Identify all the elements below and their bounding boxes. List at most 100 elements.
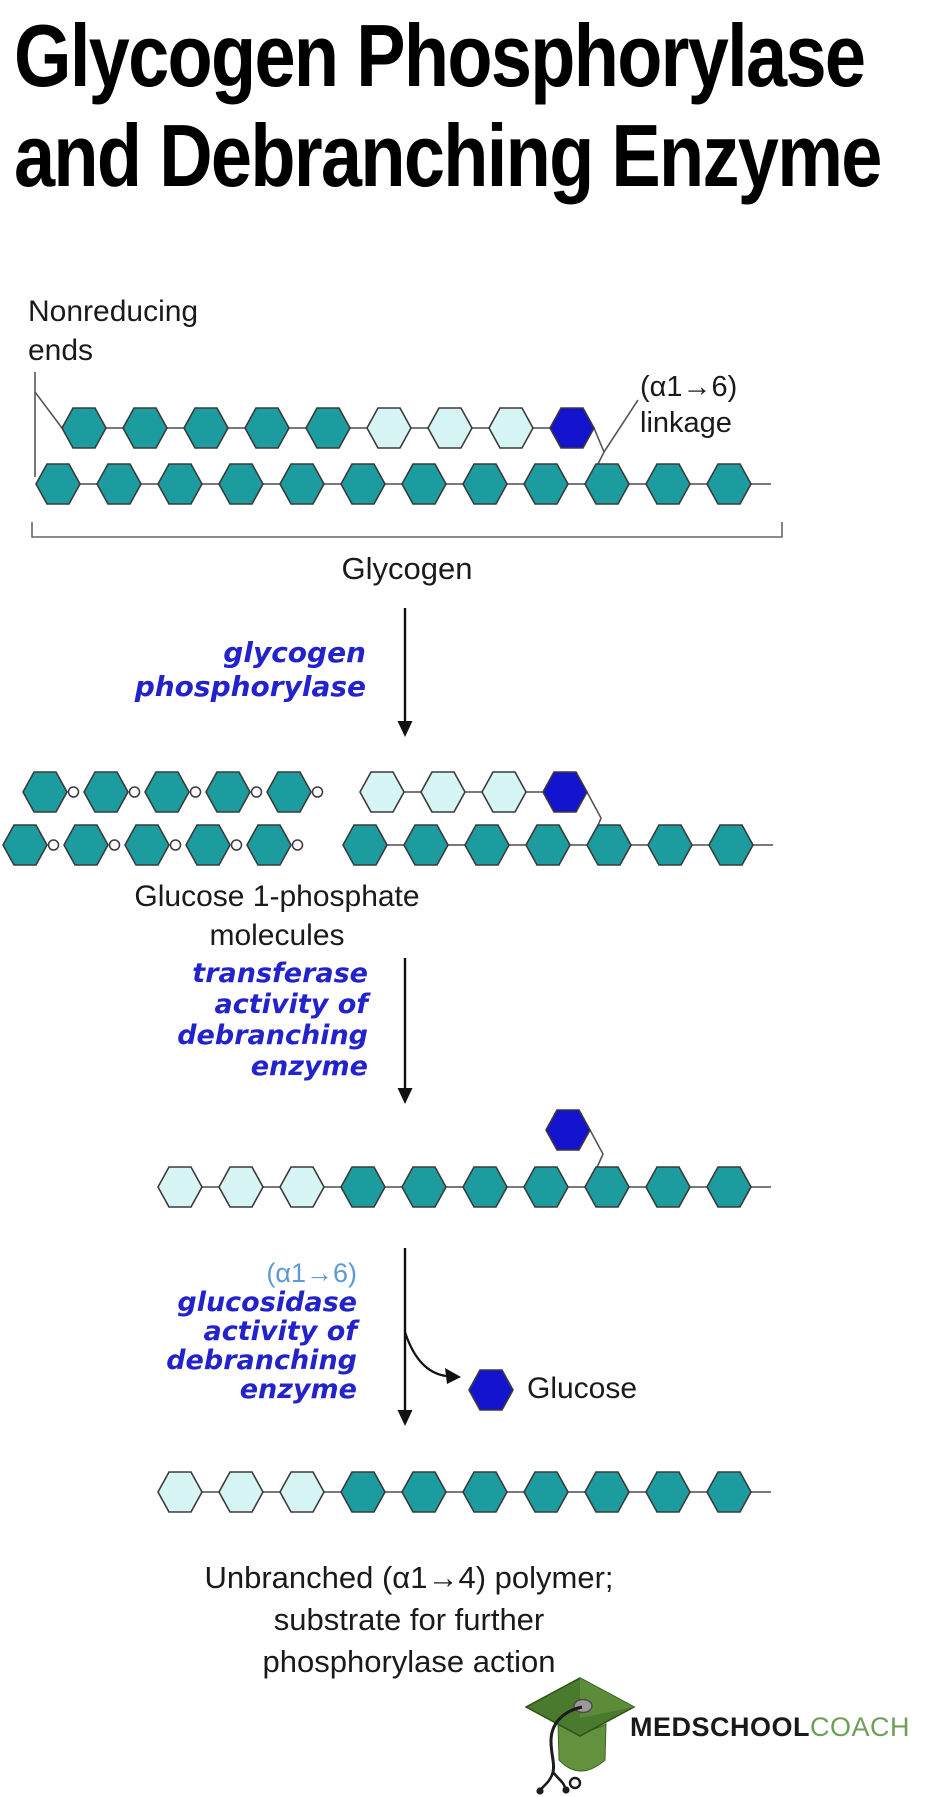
glucose-unit-teal — [157, 463, 203, 505]
glucose-unit-teal — [83, 771, 129, 813]
glycogen-label: Glycogen — [341, 551, 473, 586]
phosphate-group — [47, 839, 60, 851]
glycogen-branch-row — [61, 407, 595, 449]
alpha16-bond-1 — [593, 427, 605, 469]
page-title-line1: Glycogen Phosphorylase — [14, 6, 866, 105]
phosphate-group — [230, 839, 243, 851]
phosphate-group — [189, 786, 202, 798]
glucose-unit-teal — [342, 824, 388, 866]
glucose-unit-teal — [523, 1166, 569, 1208]
glucose-unit-light — [359, 771, 405, 813]
glucose-unit-teal — [523, 463, 569, 505]
glucose-unit-teal — [706, 463, 752, 505]
alpha16-linkage-label: (α1→6) linkage — [640, 371, 738, 439]
glucose-unit-blue — [545, 1109, 591, 1151]
glucose-unit-teal — [340, 463, 386, 505]
glucose-unit-teal — [183, 407, 229, 449]
glucose-unit-teal — [462, 1471, 508, 1513]
glucose-unit-teal — [706, 1471, 752, 1513]
glucose-unit-blue — [468, 1369, 514, 1411]
arrow-transferase — [397, 958, 413, 1104]
glucose-unit-light — [157, 1166, 203, 1208]
glucose-unit-light — [218, 1471, 264, 1513]
glucose-unit-teal — [584, 1471, 630, 1513]
page-title: Glycogen Phosphorylase and Debranching E… — [14, 6, 882, 206]
logo-coach-text: COACH — [810, 1712, 911, 1742]
glucosidase-activity-label: (α1→6) glucosidase activity of debranchi… — [107, 1258, 357, 1405]
glucose-unit-teal — [464, 824, 510, 866]
glucose-unit-teal — [401, 1166, 447, 1208]
glucose-unit-teal — [61, 407, 107, 449]
glucose-unit-teal — [708, 824, 754, 866]
glucose-unit-teal — [645, 463, 691, 505]
glucose-unit-light — [427, 407, 473, 449]
glucose-1-phosphate-row-1 — [22, 771, 324, 813]
glucose-unit-teal — [2, 824, 48, 866]
logo-wordmark: MEDSCHOOLCOACH — [630, 1712, 910, 1743]
glucose-unit-light — [481, 771, 527, 813]
phosphate-group — [108, 839, 121, 851]
glucose-unit-teal — [401, 1471, 447, 1513]
arrow-phosphorylase — [397, 608, 413, 737]
nonreducing-ends-label: Nonreducing ends — [28, 295, 199, 367]
phosphate-group — [128, 786, 141, 798]
glucose-unit-teal — [523, 1471, 569, 1513]
glucose-unit-teal — [96, 463, 142, 505]
glucose-unit-teal — [124, 824, 170, 866]
glucose-unit-light — [366, 407, 412, 449]
phosphate-group — [169, 839, 182, 851]
phosphate-group — [67, 786, 80, 798]
glucose-unit-teal — [584, 463, 630, 505]
glucose-unit-light — [157, 1471, 203, 1513]
glucose-unit-teal — [647, 824, 693, 866]
glucose-label: Glucose — [527, 1372, 638, 1405]
phosphate-group — [250, 786, 263, 798]
glucose-unit-light — [488, 407, 534, 449]
glucose-unit-teal — [401, 463, 447, 505]
glucose-unit-teal — [645, 1166, 691, 1208]
alpha16-prefix: (α1→6) — [266, 1258, 357, 1288]
alpha16-pointer — [603, 399, 639, 453]
glucose-unit-teal — [205, 771, 251, 813]
glucose-unit-teal — [22, 771, 68, 813]
released-glucose-unit — [468, 1369, 514, 1411]
glucose-unit-teal — [122, 407, 168, 449]
unbranched-polymer-label: Unbranched (α1→4) polymer; substrate for… — [204, 1560, 614, 1679]
glucose-unit-light — [420, 771, 466, 813]
glucose-unit-blue — [542, 771, 588, 813]
glucose-unit-teal — [706, 1166, 752, 1208]
glucose-unit-teal — [462, 463, 508, 505]
glycogen-bracket — [31, 522, 783, 538]
glucose-unit-light — [279, 1471, 325, 1513]
alpha16-bond-3 — [589, 1129, 604, 1173]
arrow-glucosidase — [397, 1248, 413, 1426]
glucose-unit-teal — [63, 824, 109, 866]
glucose-unit-teal — [403, 824, 449, 866]
glucose-release-arrow — [403, 1331, 461, 1384]
glycogen-main-chain — [35, 463, 771, 505]
glucose-unit-teal — [185, 824, 231, 866]
transferred-chain — [157, 1166, 771, 1208]
graduation-cap-icon — [524, 1677, 636, 1795]
glucose-unit-teal — [144, 771, 190, 813]
glucose-unit-teal — [244, 407, 290, 449]
glucose-unit-teal — [586, 824, 632, 866]
glucose-unit-light — [279, 1166, 325, 1208]
phosphate-group — [291, 839, 304, 851]
limit-dextrin-branch-row — [359, 771, 588, 813]
glucose-unit-teal — [35, 463, 81, 505]
glycogen-phosphorylase-label: glycogen phosphorylase — [134, 636, 366, 703]
logo-medschool-text: MEDSCHOOL — [630, 1712, 810, 1742]
glucose-unit-teal — [266, 771, 312, 813]
glucose-1-phosphate-row-2 — [2, 824, 304, 866]
glucose-unit-teal — [305, 407, 351, 449]
glucose-unit-teal — [218, 463, 264, 505]
transferase-activity-label: transferase activity of debranching enzy… — [177, 958, 368, 1082]
limit-dextrin-main-chain — [342, 824, 773, 866]
glucose-unit-teal — [584, 1166, 630, 1208]
glucose-unit-blue — [549, 407, 595, 449]
glucose-unit-teal — [340, 1471, 386, 1513]
